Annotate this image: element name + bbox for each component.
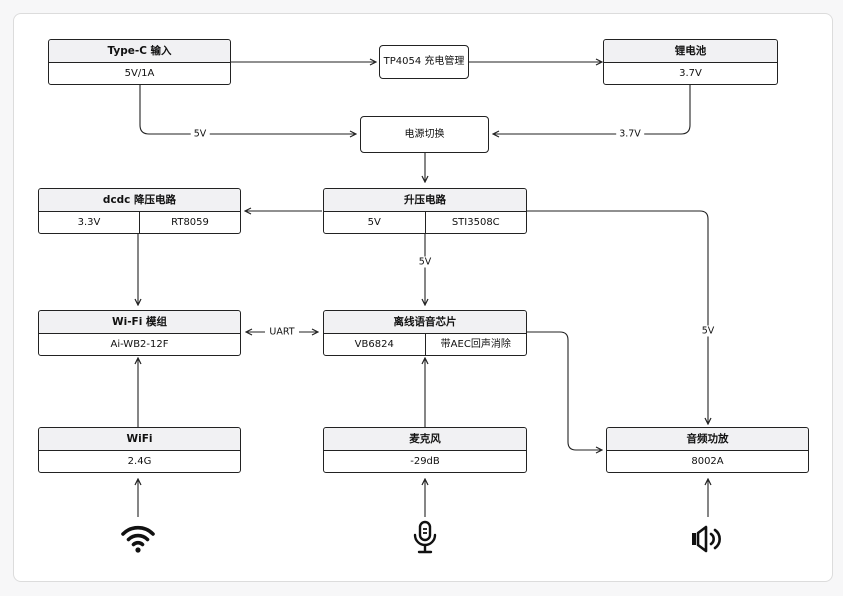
edge-label-uart: UART	[266, 326, 298, 338]
node-title: Wi-Fi 模组	[39, 311, 240, 334]
node-title: 离线语音芯片	[324, 311, 526, 334]
node-value: 3.3V	[77, 217, 101, 228]
node-value: 3.7V	[679, 68, 702, 79]
node-value: 2.4G	[127, 456, 152, 467]
node-title: dcdc 降压电路	[39, 189, 240, 212]
node-label: 电源切换	[404, 129, 445, 140]
node-microphone: 麦克风 -29dB	[323, 427, 527, 473]
node-typec-input: Type-C 输入 5V/1A	[48, 39, 231, 85]
node-value: STI3508C	[424, 212, 527, 233]
microphone-icon	[413, 520, 437, 554]
node-dcdc: dcdc 降压电路 3.3V RT8059	[38, 188, 241, 234]
node-audio-amp: 音频功放 8002A	[606, 427, 809, 473]
node-title: 锂电池	[604, 40, 777, 63]
node-power-switch: 电源切换	[360, 116, 489, 153]
node-title: 麦克风	[324, 428, 526, 451]
node-title: WiFi	[39, 428, 240, 451]
edge-battery-switch	[493, 85, 691, 134]
edge-boost-amp	[527, 210, 708, 424]
node-value: 5V/1A	[124, 68, 155, 79]
diagram-canvas	[13, 13, 833, 582]
node-title: 音频功放	[607, 428, 808, 451]
node-value: 带AEC回声消除	[424, 334, 527, 355]
node-title: Type-C 输入	[49, 40, 230, 63]
node-value: 8002A	[691, 456, 724, 467]
node-value: 5V	[367, 217, 381, 228]
node-battery: 锂电池 3.7V	[603, 39, 778, 85]
edge-label-typec-switch: 5V	[190, 128, 210, 140]
node-voice-chip: 离线语音芯片 VB6824 带AEC回声消除	[323, 310, 527, 356]
node-wifi: WiFi 2.4G	[38, 427, 241, 473]
wifi-icon	[121, 525, 155, 553]
node-value: VB6824	[354, 339, 394, 350]
node-value: RT8059	[139, 212, 240, 233]
edge-label-battery-switch: 3.7V	[616, 128, 644, 140]
node-value: Ai-WB2-12F	[110, 339, 169, 350]
node-label: TP4054 充电管理	[383, 56, 465, 67]
node-tp4054: TP4054 充电管理	[379, 45, 469, 79]
edge-label-boost-voice: 5V	[415, 256, 435, 268]
node-title: 升压电路	[324, 189, 526, 212]
node-wifi-module: Wi-Fi 模组 Ai-WB2-12F	[38, 310, 241, 356]
node-boost: 升压电路 5V STI3508C	[323, 188, 527, 234]
node-value: -29dB	[410, 456, 440, 467]
edge-typec-switch	[139, 85, 356, 134]
edge-label-boost-amp: 5V	[698, 325, 718, 337]
speaker-icon	[692, 525, 721, 553]
edge-voice-amp	[527, 331, 602, 450]
